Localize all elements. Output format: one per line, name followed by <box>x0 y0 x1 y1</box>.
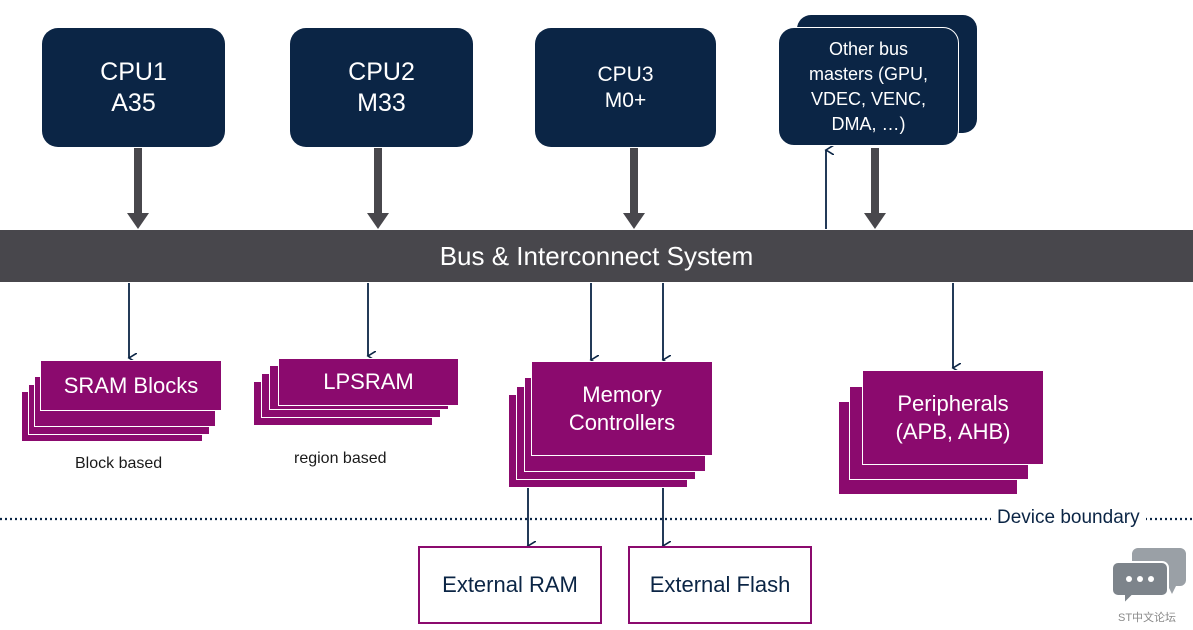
cpu3-name: CPU3 <box>597 62 654 86</box>
memory-controllers-box: Memory Controllers <box>531 361 713 456</box>
memctrl-line2: Controllers <box>568 409 676 435</box>
other-masters-line1: Other bus <box>828 38 909 59</box>
periph-line1: Peripherals <box>897 390 1009 416</box>
sram-caption: Block based <box>75 455 163 472</box>
device-boundary-label: Device boundary <box>991 507 1146 529</box>
periph-line2: (APB, AHB) <box>895 418 1011 444</box>
memctrl-line1: Memory <box>582 381 662 407</box>
cpu3-box: CPU3 M0+ <box>535 28 716 147</box>
lpsram-box: LPSRAM <box>278 358 459 406</box>
cpu1-box: CPU1 A35 <box>42 28 225 147</box>
chat-bubble-icon <box>1112 548 1186 606</box>
master-to-bus-arrows <box>127 148 886 229</box>
other-masters-box: Other bus masters (GPU, VDEC, VENC, DMA,… <box>778 27 959 146</box>
other-masters-line3: VDEC, VENC, <box>810 88 927 109</box>
bus-label: Bus & Interconnect System <box>439 240 754 271</box>
cpu1-name: CPU1 <box>100 57 167 86</box>
cpu3-core: M0+ <box>604 88 647 112</box>
other-masters-line2: masters (GPU, <box>808 63 928 84</box>
bus-interconnect: Bus & Interconnect System <box>0 230 1193 282</box>
external-ram-box: External RAM <box>418 546 602 624</box>
lpsram-label: LPSRAM <box>323 369 414 394</box>
cpu2-core: M33 <box>357 88 406 117</box>
watermark-label: ST中文论坛 <box>1118 612 1177 624</box>
external-ram-label: External RAM <box>442 572 578 597</box>
external-flash-box: External Flash <box>628 546 812 624</box>
external-flash-label: External Flash <box>649 572 791 597</box>
other-masters-line4: DMA, …) <box>831 113 906 134</box>
cpu1-core: A35 <box>111 88 156 117</box>
lpsram-caption: region based <box>294 450 387 467</box>
sram-blocks-box: SRAM Blocks <box>40 360 222 411</box>
cpu2-box: CPU2 M33 <box>290 28 473 147</box>
peripherals-box: Peripherals (APB, AHB) <box>862 370 1044 465</box>
sram-blocks-label: SRAM Blocks <box>63 372 199 398</box>
cpu2-name: CPU2 <box>348 57 415 86</box>
